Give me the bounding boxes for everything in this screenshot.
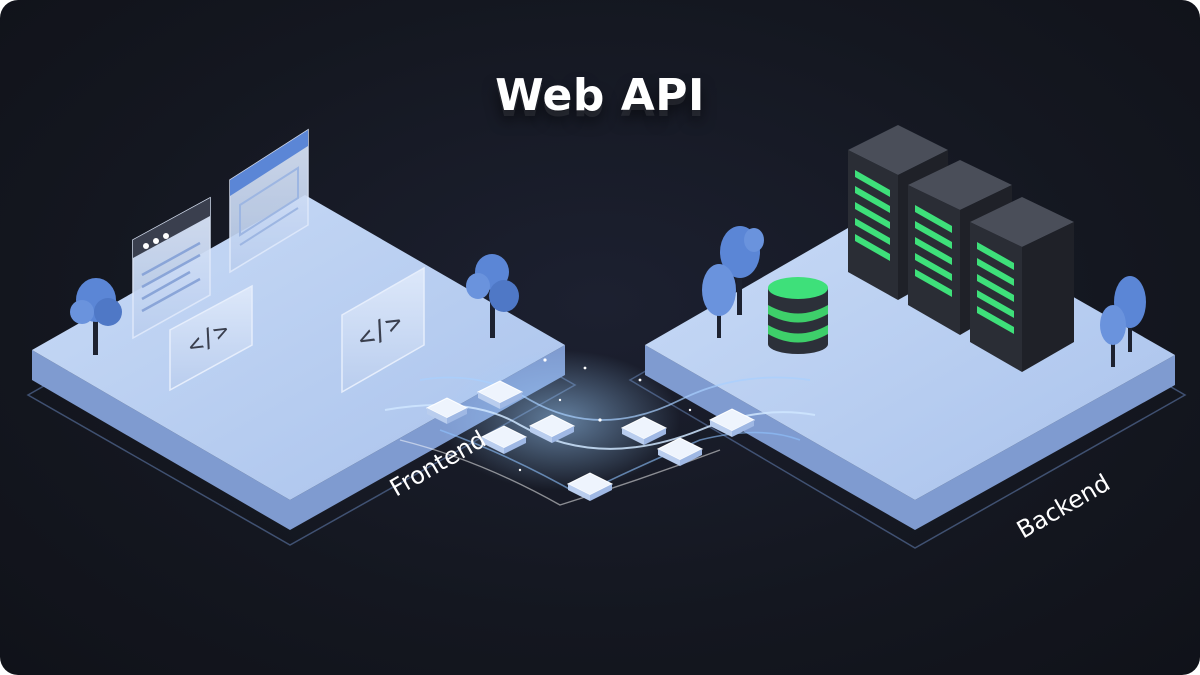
database-icon [768,277,828,354]
data-packet-icon [476,380,524,409]
tree-icon [720,226,764,315]
data-packet-icon [480,425,528,454]
server-rack-icon [970,197,1074,372]
data-packet-icon [425,397,469,424]
data-packet-icon [656,437,704,466]
code-icon: </> [169,284,253,392]
window-dot-icon [153,238,159,244]
frontend-platform-side [32,345,565,530]
browser-window-icon [229,128,309,274]
code-icon: </> [341,266,425,394]
data-packet-icon [528,414,576,443]
tree-icon [702,264,736,338]
data-packet-icon [566,472,614,501]
window-dot-icon [163,233,169,239]
window-dot-icon [143,243,149,249]
tree-icon [70,278,122,355]
browser-window-icon [132,196,211,340]
data-packet-icon [620,416,668,445]
frontend-platform-top [32,195,565,500]
tree-icon [1100,305,1126,367]
backend-platform-top [645,198,1175,500]
data-packet-icon [708,408,756,437]
backend-platform-side [645,345,1175,530]
tree-icon [466,254,519,338]
diagram-title: Web API [495,70,705,121]
